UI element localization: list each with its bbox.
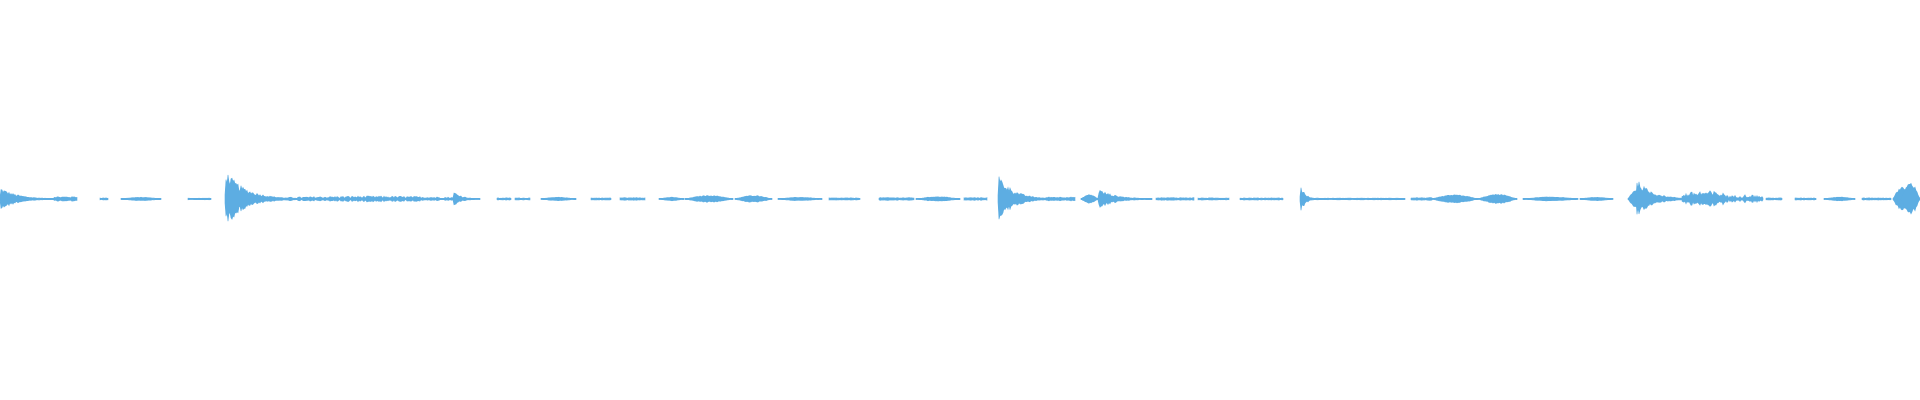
waveform-segment [777,196,823,201]
waveform-segment [0,189,55,209]
waveform-segment [187,197,212,201]
waveform-segment [120,196,162,201]
waveform-segment [287,195,454,203]
waveform-segment [997,176,1047,220]
waveform-segment [1299,187,1316,211]
waveform-segment [1155,197,1195,201]
waveform-segment [1239,197,1284,201]
waveform-segment [1681,190,1729,207]
waveform-segment [684,195,734,203]
waveform-segment [1477,193,1518,204]
waveform-segment [496,197,512,201]
waveform-segment [1197,197,1230,201]
waveform-segment [1823,196,1856,202]
waveform-segment [1314,197,1406,201]
waveform-segment [514,197,531,201]
waveform-segment [1900,182,1920,215]
waveform-segment [540,196,577,202]
waveform-segment [1765,197,1783,201]
waveform-segment [619,197,646,201]
waveform-segment [1522,196,1579,202]
waveform-segment [828,197,861,201]
waveform-segment [224,174,289,222]
waveform-segment [963,197,988,201]
waveform-segment [1080,194,1099,204]
waveform-segment [452,192,481,206]
waveform-segment [734,195,773,203]
waveform-segment [658,196,685,202]
waveform-segment [1579,196,1614,202]
waveform-segment [878,197,915,201]
waveform-segment [1410,197,1433,201]
waveform-segment [1794,197,1817,201]
waveform-segment [53,196,78,202]
waveform-segment [1045,196,1076,202]
waveform-segment [1635,181,1687,215]
waveform-segment [99,197,109,201]
waveform-segment [915,196,961,202]
waveform-segment [1431,194,1479,204]
waveform-segment [1727,194,1764,204]
waveform-segment [590,197,612,201]
waveform-segment [1097,189,1153,208]
waveform-segment [1861,197,1892,201]
